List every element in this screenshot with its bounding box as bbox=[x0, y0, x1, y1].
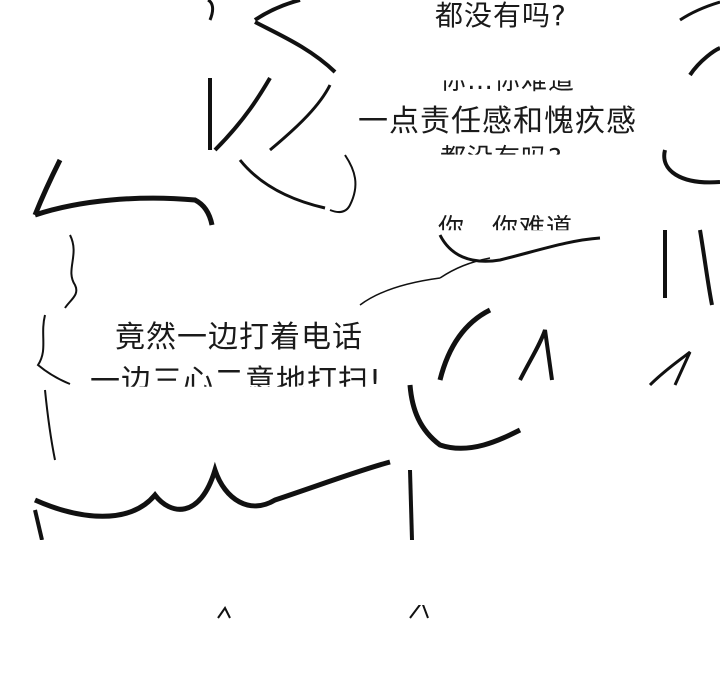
bubble-line-main: 一点责任感和愧疚感 bbox=[358, 104, 637, 139]
ink-stroke bbox=[253, 0, 337, 74]
ink-stroke bbox=[208, 76, 272, 152]
ink-stroke bbox=[33, 509, 44, 541]
bubble-line-cut: 你…你难道 bbox=[440, 66, 576, 96]
ink-stroke bbox=[33, 459, 391, 519]
ink-stroke bbox=[64, 234, 78, 309]
ink-stroke bbox=[207, 0, 215, 21]
ink-stroke bbox=[44, 389, 56, 461]
bubble-line-cut-bottom: 都没有吗? bbox=[440, 144, 563, 174]
ink-stroke bbox=[662, 149, 720, 185]
ink-stroke bbox=[518, 329, 554, 381]
ink-stroke bbox=[217, 606, 231, 619]
bubble-main-line-1: 竟然一边打着电话 bbox=[115, 320, 363, 355]
ink-stroke bbox=[36, 314, 71, 385]
ink-stroke bbox=[407, 384, 522, 451]
bubble-main-line-2: 一边三心二意地打扫! bbox=[90, 364, 383, 399]
ink-stroke bbox=[663, 229, 714, 306]
panel-gap bbox=[0, 540, 720, 605]
ink-stroke bbox=[438, 234, 601, 263]
bubble-tail bbox=[359, 257, 491, 306]
ink-stroke bbox=[408, 469, 414, 541]
ink-stroke bbox=[679, 0, 720, 22]
ink-stroke bbox=[32, 158, 215, 226]
ink-stroke bbox=[269, 84, 332, 152]
ink-stroke bbox=[329, 154, 357, 213]
ink-stroke bbox=[437, 307, 492, 381]
bubble-fragment: 你，你难道 bbox=[438, 214, 574, 244]
bubble-top-line: 都没有吗? bbox=[435, 0, 567, 32]
ink-stroke bbox=[648, 350, 692, 387]
ink-stroke bbox=[688, 46, 720, 77]
ink-stroke bbox=[238, 159, 326, 210]
